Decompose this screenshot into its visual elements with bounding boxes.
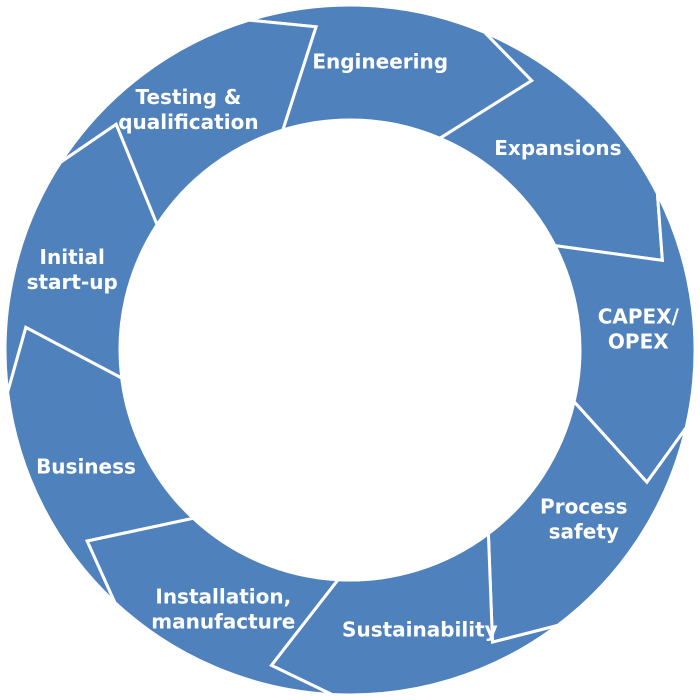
label-engineering: Engineering (312, 49, 448, 73)
label-sustainability: Sustainability (342, 617, 498, 641)
label-line: Installation, (155, 584, 291, 608)
label-line: qualification (118, 109, 258, 133)
label-line: start-up (27, 269, 118, 293)
label-capex-opex: CAPEX/OPEX (598, 304, 680, 353)
label-line: Expansions (494, 136, 621, 160)
label-line: OPEX (608, 329, 669, 353)
label-line: Testing & (135, 84, 241, 108)
segment-testing-qualification (59, 18, 318, 228)
label-line: safety (549, 519, 619, 543)
label-line: Initial (40, 244, 105, 268)
label-installation-manufacture: Installation,manufacture (151, 584, 295, 633)
label-line: manufacture (151, 609, 295, 633)
label-line: Engineering (312, 49, 448, 73)
label-testing-qualification: Testing &qualification (118, 84, 258, 133)
label-line: Sustainability (342, 617, 498, 641)
segments-layer (3, 3, 697, 697)
label-expansions: Expansions (494, 136, 621, 160)
label-business: Business (36, 454, 136, 478)
label-line: Business (36, 454, 136, 478)
label-line: Process (540, 494, 628, 518)
label-line: CAPEX/ (598, 304, 680, 328)
